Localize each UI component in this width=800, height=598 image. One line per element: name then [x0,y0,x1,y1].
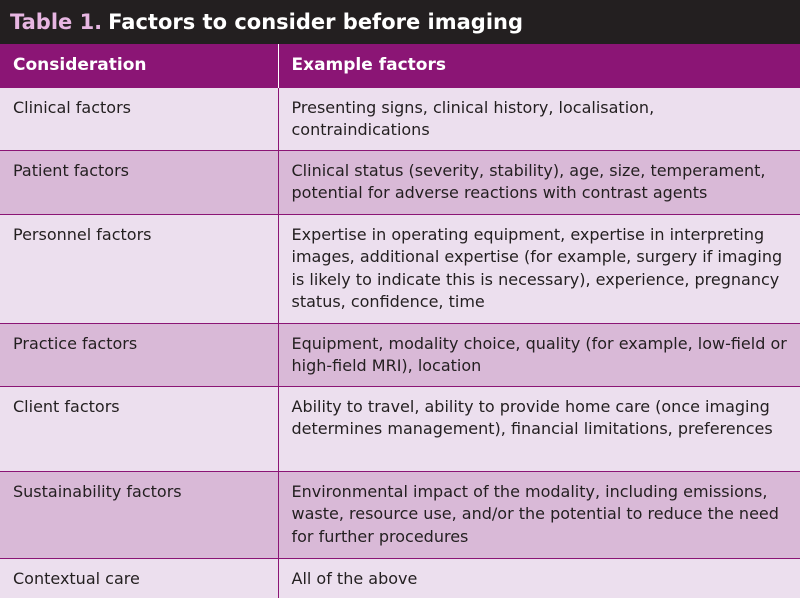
consideration-cell: Personnel factors [0,213,279,323]
factors-table: Consideration Example factors Clinical f… [0,43,800,598]
factors-cell: Environmental impact of the modality, in… [278,470,800,558]
table-row: Practice factors Equipment, modality cho… [0,322,800,386]
header-row: Consideration Example factors [0,43,800,87]
consideration-cell: Client factors [0,385,279,471]
factors-cell: All of the above [278,557,800,598]
column-header-consideration: Consideration [0,43,279,87]
table-row: Contextual care All of the above [0,557,800,598]
table-number: Table 1. [10,9,103,34]
consideration-cell: Sustainability factors [0,470,279,558]
factors-cell: Presenting signs, clinical history, loca… [278,86,800,150]
consideration-cell: Practice factors [0,322,279,386]
consideration-cell: Patient factors [0,149,279,214]
table-row: Patient factors Clinical status (severit… [0,149,800,214]
column-header-example-factors: Example factors [278,43,800,87]
factors-cell: Clinical status (severity, stability), a… [278,149,800,214]
table-row: Personnel factors Expertise in operating… [0,213,800,323]
table-title-text: Factors to consider before imaging [108,9,523,34]
table-row: Sustainability factors Environmental imp… [0,470,800,558]
factors-cell: Equipment, modality choice, quality (for… [278,322,800,386]
factors-cell: Ability to travel, ability to provide ho… [278,385,800,471]
table-row: Clinical factors Presenting signs, clini… [0,86,800,150]
consideration-cell: Contextual care [0,557,279,598]
table-row: Client factors Ability to travel, abilit… [0,385,800,471]
factors-cell: Expertise in operating equipment, expert… [278,213,800,323]
table-title: Table 1. Factors to consider before imag… [0,0,800,44]
consideration-cell: Clinical factors [0,86,279,150]
